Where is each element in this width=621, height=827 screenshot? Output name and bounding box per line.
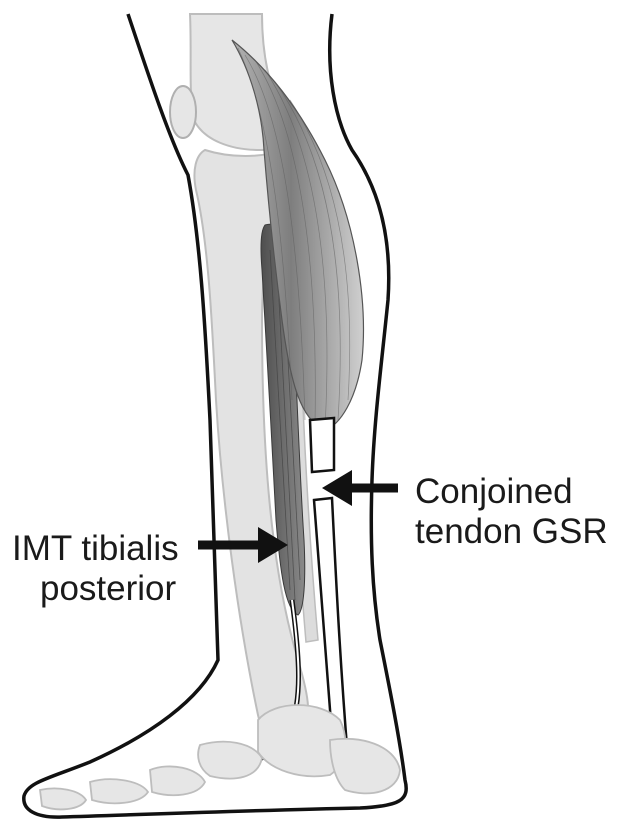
label-tibialis-posterior-line2: posterior [40, 569, 177, 608]
label-conjoined-tendon-line1: Conjoined [415, 472, 573, 511]
patella [170, 86, 196, 138]
label-conjoined-tendon-line2: tendon GSR [415, 512, 608, 551]
conjoined-tendon-gsr [310, 418, 334, 472]
label-tibialis-posterior-line1: IMT tibialis [12, 529, 179, 568]
